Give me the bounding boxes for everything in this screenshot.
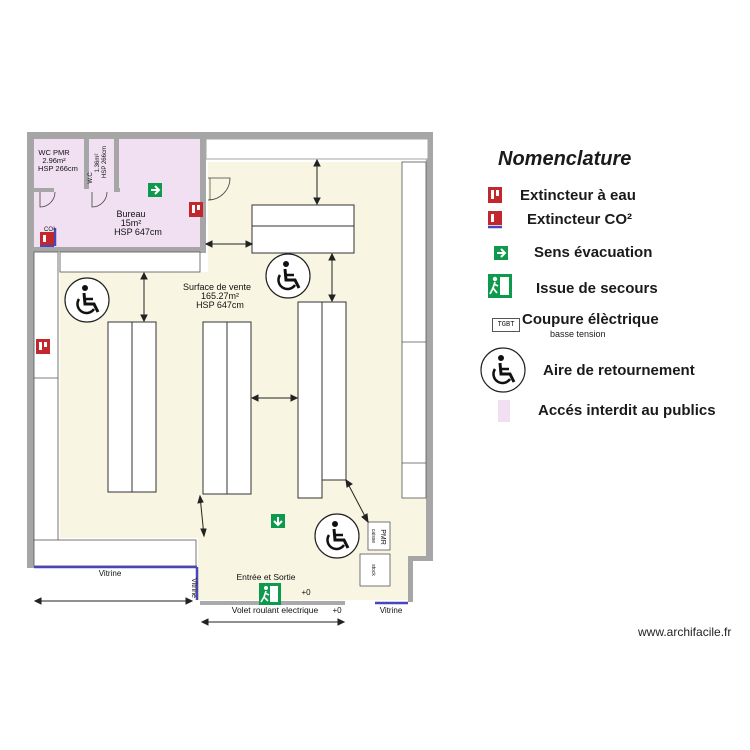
- wc-pmr-area: 2.96m²: [42, 156, 66, 165]
- legend-label: Coupure élèctrique: [522, 311, 659, 328]
- counters: [359, 521, 391, 587]
- bureau-area: 15m²: [121, 218, 142, 228]
- emergency-exit-icon: [259, 583, 281, 605]
- peripheral-storage: [33, 161, 427, 567]
- doors: [39, 177, 231, 208]
- shelf-top: [251, 204, 355, 254]
- sales-height: HSP 647cm: [196, 300, 244, 310]
- co2-extinguisher-icon: [40, 232, 54, 247]
- gondola-3b: [321, 301, 347, 481]
- wc-pmr-height: HSP 266cm: [38, 164, 78, 173]
- bureau-height: HSP 647cm: [114, 227, 162, 237]
- room-labels: WC PMR 2.96m² HSP 266cm W.C 1.36m² HSP 2…: [38, 146, 403, 615]
- sales-name: Surface de vente: [183, 282, 251, 292]
- evacuation-arrow-icon: [148, 183, 162, 197]
- wheelchair-areas: [64, 253, 360, 559]
- legend-label: Aire de retournement: [543, 362, 695, 379]
- water-extinguisher-icon: [189, 202, 203, 217]
- legend-item: Extincteur à eau: [480, 186, 740, 216]
- stock-label: stock: [370, 564, 376, 576]
- sales-area: 165.27m²: [201, 291, 239, 301]
- legend-label: Extincteur CO²: [527, 211, 633, 228]
- restricted-area-swatch-icon: [498, 400, 510, 422]
- outer-walls: [27, 132, 433, 602]
- gondola-1b: [131, 321, 157, 493]
- wc-area: 1.36m²: [95, 154, 101, 173]
- tgbt-box-icon: TGBT: [492, 318, 520, 332]
- pmr-counter: [367, 521, 391, 551]
- volet-label: Volet roulant electrique: [232, 605, 319, 615]
- volet-level: +0: [332, 606, 342, 615]
- bureau-name: Bureau: [116, 209, 145, 219]
- shelving: [107, 204, 355, 499]
- co2-label: CO²: [44, 227, 55, 233]
- entree-label: Entrée et Sortie: [236, 572, 295, 582]
- inner-walls: [34, 138, 429, 253]
- legend-item: TGBT Coupure élèctrique basse tension: [480, 311, 740, 342]
- legend-item: Sens évacuation: [480, 244, 740, 274]
- vitrine-label: Vitrine: [99, 569, 122, 578]
- gondola-2b: [226, 321, 252, 495]
- legend: Nomenclature Extincteur à eau Extincteur…: [480, 140, 740, 440]
- wc-height: HSP 266cm: [102, 146, 108, 178]
- legend-item: Extincteur CO²: [480, 210, 740, 240]
- wheelchair-icon: [480, 347, 526, 393]
- vitrine-side-label: Vitrine: [190, 578, 197, 598]
- legend-title: Nomenclature: [498, 148, 632, 170]
- gondola-3a: [297, 301, 323, 499]
- water-extinguisher-icon: [488, 187, 502, 203]
- wheelchair-icon: [265, 253, 311, 299]
- legend-label: Accés interdit au publics: [538, 402, 716, 419]
- wheelchair-icon: [314, 513, 360, 559]
- caisse-label: caisse: [370, 529, 376, 543]
- wheelchair-icon: [64, 277, 110, 323]
- dimension-lines: [33, 158, 369, 626]
- gondola-1a: [107, 321, 133, 493]
- pmr-label: PMR: [379, 529, 386, 545]
- credit-text: www.archifacile.fr: [638, 625, 732, 639]
- gondola-2a: [202, 321, 228, 495]
- legend-item: Accés interdit au publics: [480, 400, 740, 430]
- water-extinguisher-icon: [36, 339, 50, 354]
- emergency-exit-icon: [488, 274, 512, 298]
- legend-item: Aire de retournement: [480, 347, 740, 393]
- legend-sublabel: basse tension: [550, 329, 606, 339]
- glazing: [34, 228, 408, 605]
- legend-label: Sens évacuation: [534, 244, 653, 261]
- vitrine-right-label: Vitrine: [380, 606, 403, 615]
- legend-item: Issue de secours: [480, 274, 740, 304]
- safety-symbols: [36, 183, 285, 605]
- wc-name: W.C: [88, 172, 94, 184]
- legend-label: Extincteur à eau: [520, 187, 636, 204]
- evacuation-arrow-icon: [271, 514, 285, 528]
- legend-label: Issue de secours: [536, 280, 658, 297]
- entree-level: +0: [301, 588, 311, 597]
- co2-extinguisher-icon: [488, 211, 502, 229]
- caisse-counter: [359, 553, 391, 587]
- evacuation-arrow-icon: [494, 246, 508, 260]
- wc-pmr-name: WC PMR: [38, 148, 70, 157]
